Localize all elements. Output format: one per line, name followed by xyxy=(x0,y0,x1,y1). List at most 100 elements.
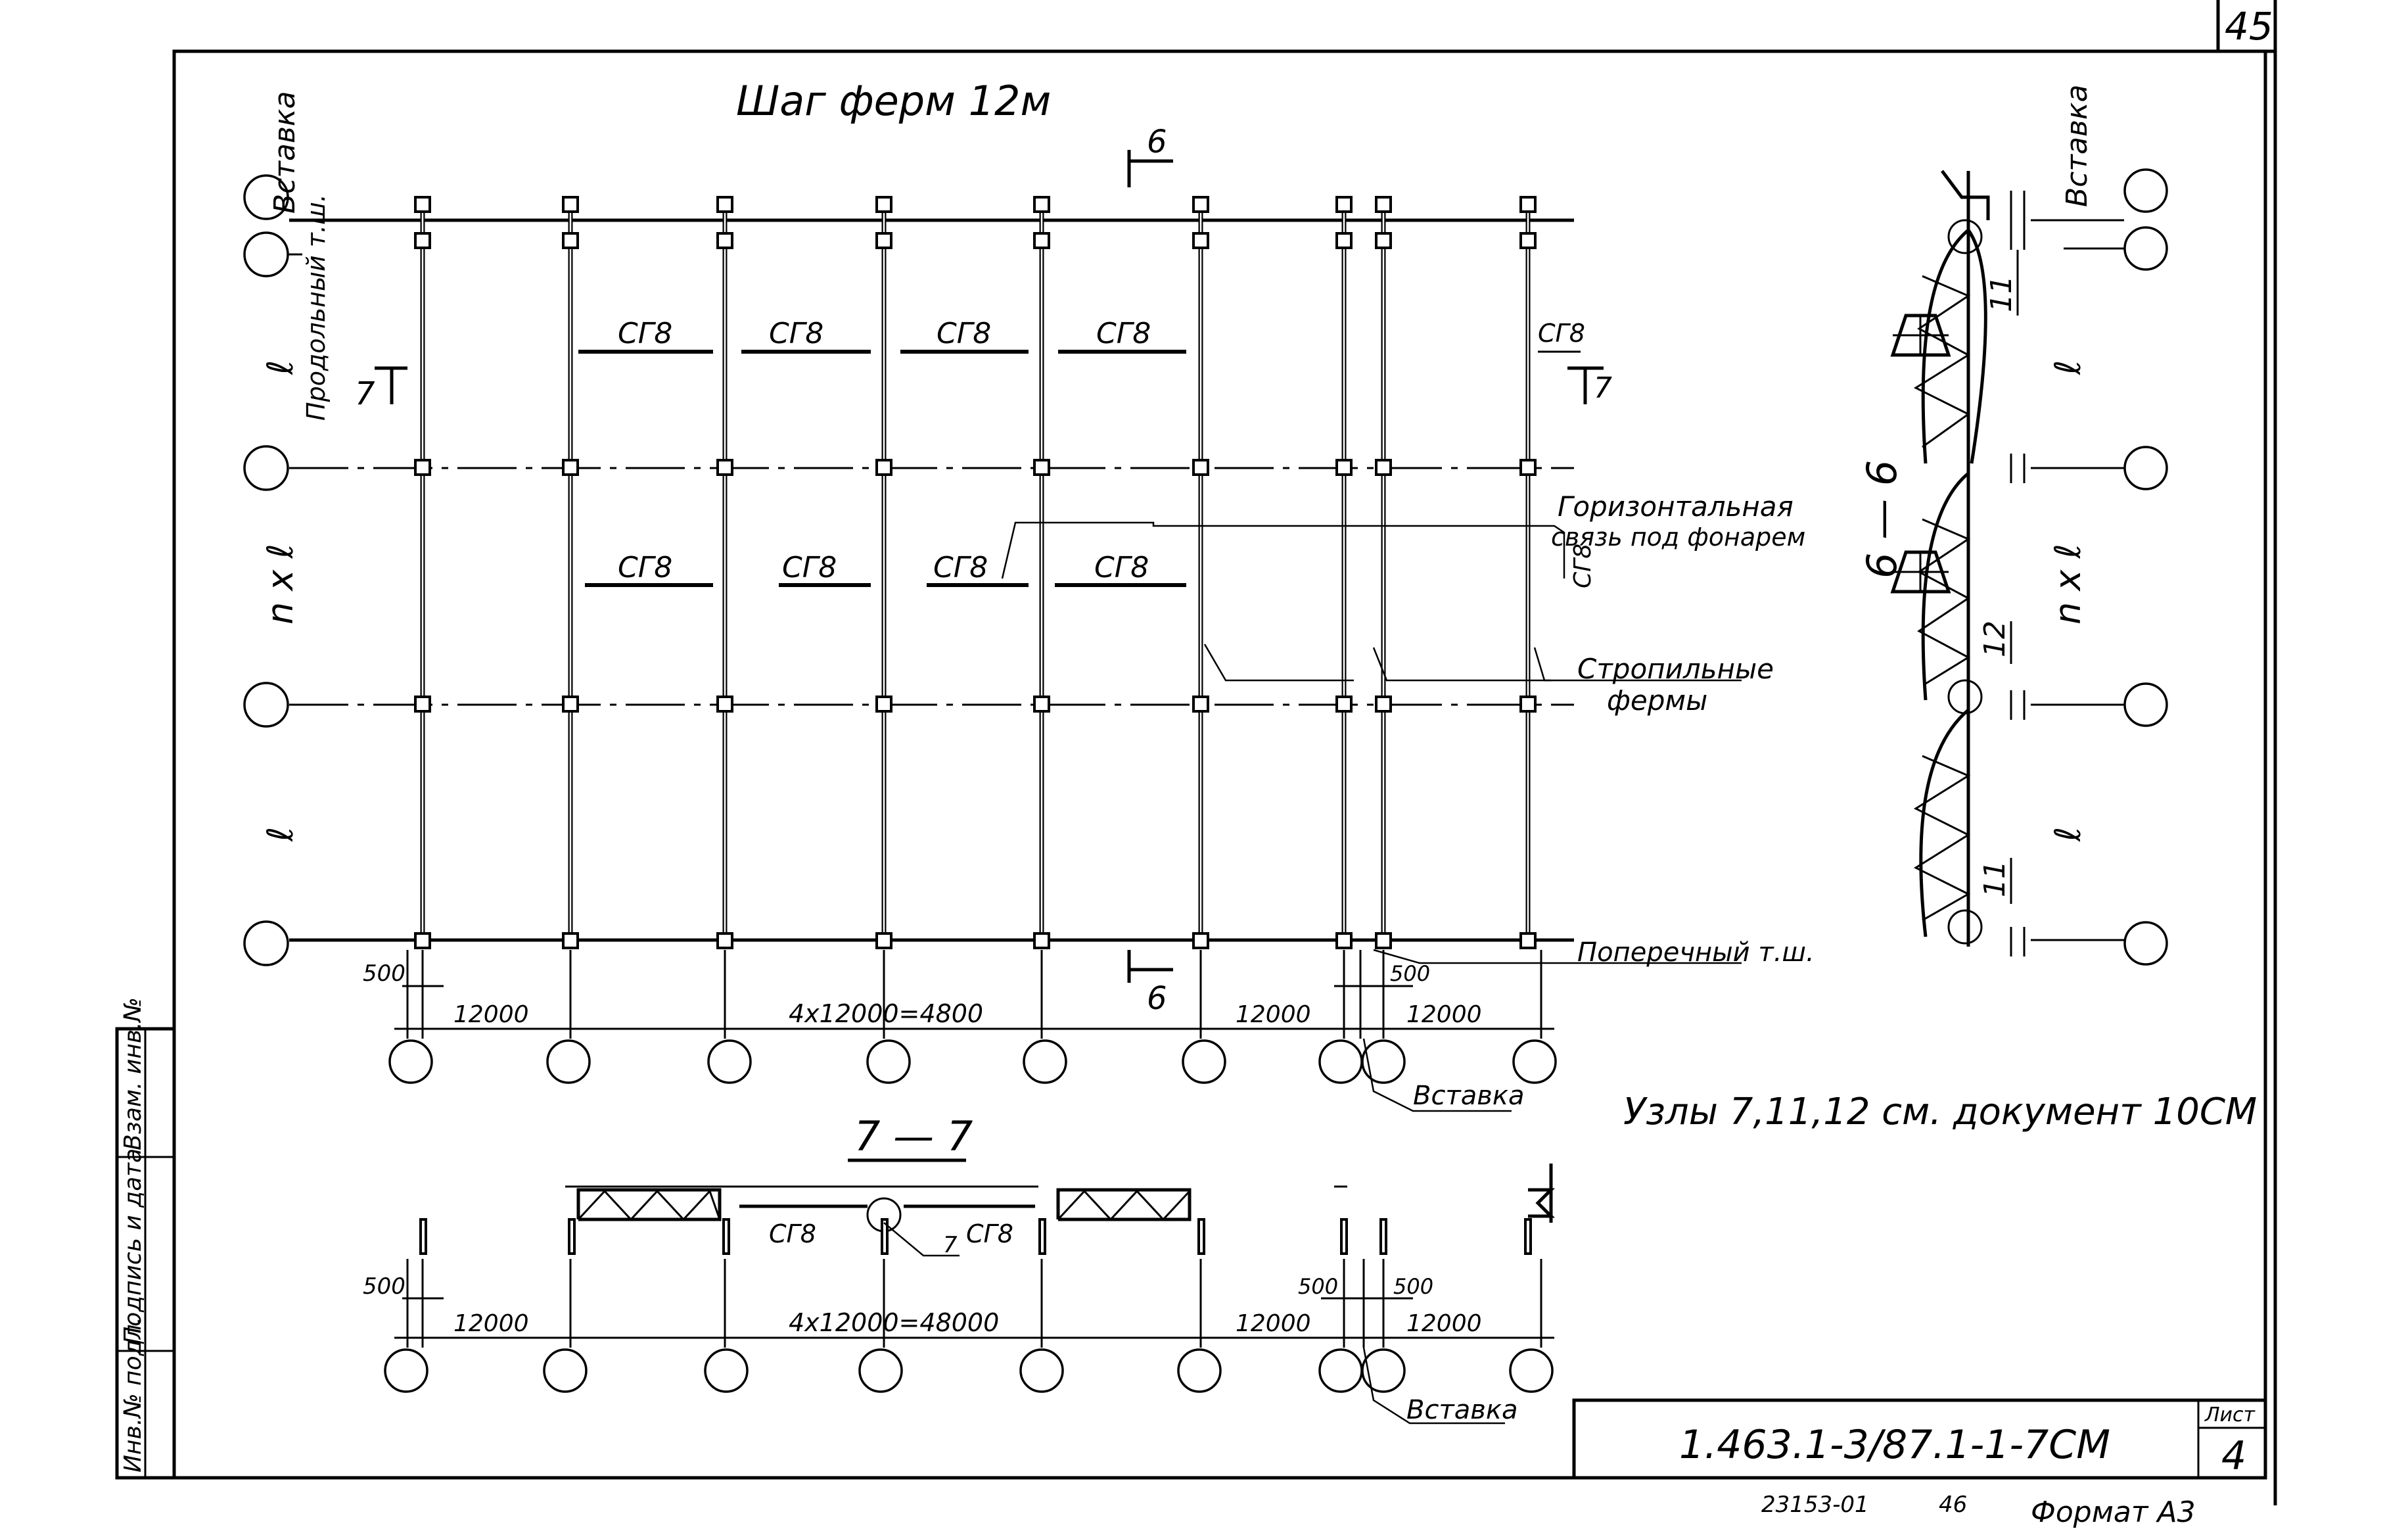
axis-bubble xyxy=(1177,1348,1222,1393)
axis-bubble xyxy=(243,174,289,220)
label-gorizont-1: Горизонтальная xyxy=(1558,490,1794,523)
side-stamp-vzam: Взам. инв.№ xyxy=(120,997,147,1150)
note-text: Узлы 7,11,12 см. документ 10СМ xyxy=(1623,1091,2257,1133)
section-mark-6-bottom: 6 xyxy=(1147,980,1167,1017)
axis-bubble xyxy=(1512,1039,1557,1084)
dim-12000: 12000 xyxy=(453,1001,529,1028)
axis-bubble xyxy=(858,1348,903,1393)
dim-12000: 12000 xyxy=(1406,1001,1482,1028)
axis-bubble xyxy=(866,1039,911,1084)
axis-bubble xyxy=(707,1039,752,1084)
truss-line xyxy=(1519,196,1537,949)
s77-dim-500-right: 500 xyxy=(1393,1274,1433,1299)
truss-line xyxy=(1375,196,1392,949)
axis-bubble xyxy=(2123,446,2168,490)
doc-code: 1.463.1-3/87.1-1-7СМ xyxy=(1679,1422,2110,1468)
axis-bubble xyxy=(243,920,289,966)
truss-line xyxy=(1033,196,1050,949)
s66-node-11-bottom: 11 xyxy=(1978,861,2012,897)
s66-node-11-top: 11 xyxy=(1985,275,2018,312)
s77-vstavka: Вставка xyxy=(1406,1395,1518,1425)
s66-axis-l-1: ℓ xyxy=(2047,360,2089,375)
sg8-label: СГ8 xyxy=(1094,551,1149,584)
side-stamp: Инв.№ подл. Подпись и дата Взам. инв.№ xyxy=(115,997,176,1480)
plan-label-vstavka: Вставка xyxy=(268,91,302,214)
truss-line xyxy=(562,196,579,949)
section-mark-7-right: 7 xyxy=(1594,371,1612,405)
sg8-label: СГ8 xyxy=(618,551,672,584)
truss-line xyxy=(414,196,431,949)
label-stropil-1: Стропильные xyxy=(1577,653,1774,685)
plan-axis-nl: n x ℓ xyxy=(260,544,301,625)
bottom-stamp: 23153-01 xyxy=(1761,1492,1869,1518)
axis-bubble xyxy=(388,1039,433,1084)
s66-axis-l-2: ℓ xyxy=(2047,827,2089,842)
section-mark-6-top: 6 xyxy=(1147,124,1167,160)
section-7-7: 7 — 7 СГ8 СГ8 7 xyxy=(363,1112,1556,1425)
bottom-page: 46 xyxy=(1939,1492,1967,1518)
axis-bubble xyxy=(1019,1348,1064,1393)
s66-node-12: 12 xyxy=(1978,621,2012,657)
plan-axis-l-1: ℓ xyxy=(260,360,301,375)
truss-line xyxy=(1192,196,1209,949)
section77-sg8-2: СГ8 xyxy=(966,1219,1013,1248)
sg8-label: СГ8 xyxy=(937,317,991,350)
section-7-7-title: 7 — 7 xyxy=(854,1112,973,1160)
dim-500-left: 500 xyxy=(363,960,405,987)
section-mark-7-left: 7 xyxy=(355,375,375,412)
sg8-label: СГ8 xyxy=(1096,317,1151,350)
label-stropil-2: фермы xyxy=(1607,684,1707,717)
axis-bubble xyxy=(2123,168,2168,213)
section-6-6-title: 6 — 6 xyxy=(1858,460,1906,578)
sg8-label: СГ8 xyxy=(1569,544,1596,588)
truss-line xyxy=(1335,196,1353,949)
truss-line xyxy=(716,196,733,949)
sg8-label: СГ8 xyxy=(618,317,672,350)
truss-elevation-right xyxy=(1056,1188,1192,1221)
truss-line xyxy=(875,196,892,949)
plan-label-prodolny: Продольный т.ш. xyxy=(302,194,331,421)
s77-dim-500-mid: 500 xyxy=(1298,1274,1338,1299)
label-poperechny: Поперечный т.ш. xyxy=(1577,937,1815,968)
truss-elevation-left xyxy=(576,1188,722,1221)
side-stamp-inv: Инв.№ подл. xyxy=(120,1317,147,1473)
axis-bubble xyxy=(704,1348,749,1393)
sg8-label: СГ8 xyxy=(782,551,837,584)
axis-bubble xyxy=(1361,1039,1406,1084)
plan-vstavka-bottom: Вставка xyxy=(1413,1081,1525,1111)
section-6-6: 6 — 6 Вставка ℓ n x ℓ ℓ xyxy=(1858,85,2168,966)
sheet-frame xyxy=(172,0,2277,1505)
sg8-label: СГ8 xyxy=(1538,319,1585,348)
s77-dim-500-left: 500 xyxy=(363,1273,405,1300)
label-gorizont-2: связь под фонарем xyxy=(1551,523,1805,552)
dim-total: 4x12000=4800 xyxy=(789,999,983,1028)
side-stamp-sign: Подпись и дата xyxy=(120,1148,147,1344)
section77-sg8-1: СГ8 xyxy=(769,1219,816,1248)
page-corner-number: 45 xyxy=(2225,4,2273,49)
plan-axis-l-2: ℓ xyxy=(260,827,301,842)
title-block: 1.463.1-3/87.1-1-7СМ Лист 4 xyxy=(1572,1398,2267,1480)
s77-dim-12000: 12000 xyxy=(453,1310,529,1337)
axis-bubble xyxy=(243,682,289,728)
sheet-number: 4 xyxy=(2221,1433,2246,1479)
axis-bubble xyxy=(543,1348,588,1393)
section77-node: 7 xyxy=(943,1232,958,1258)
sg8-label: СГ8 xyxy=(769,317,823,350)
axis-bubble xyxy=(1182,1039,1226,1084)
sheet-label: Лист xyxy=(2204,1403,2256,1427)
dim-12000: 12000 xyxy=(1236,1001,1311,1028)
plan-view: Вставка Продольный т.ш. ℓ n x ℓ ℓ xyxy=(243,91,1815,1112)
s77-dim-12000: 12000 xyxy=(1236,1310,1311,1337)
axis-bubble xyxy=(243,231,289,277)
axis-bubble xyxy=(2123,226,2168,271)
s66-vstavka: Вставка xyxy=(2060,85,2094,207)
axis-bubble xyxy=(546,1039,591,1084)
bottom-format: Формат А3 xyxy=(2031,1496,2196,1529)
axis-bubble xyxy=(2123,921,2168,966)
axis-bubble xyxy=(1023,1039,1067,1084)
s66-axis-nl: n x ℓ xyxy=(2047,544,2089,625)
title-top: Шаг ферм 12м xyxy=(736,77,1051,125)
s77-dim-12000: 12000 xyxy=(1406,1310,1482,1337)
s77-dim-total: 4x12000=48000 xyxy=(789,1308,999,1337)
